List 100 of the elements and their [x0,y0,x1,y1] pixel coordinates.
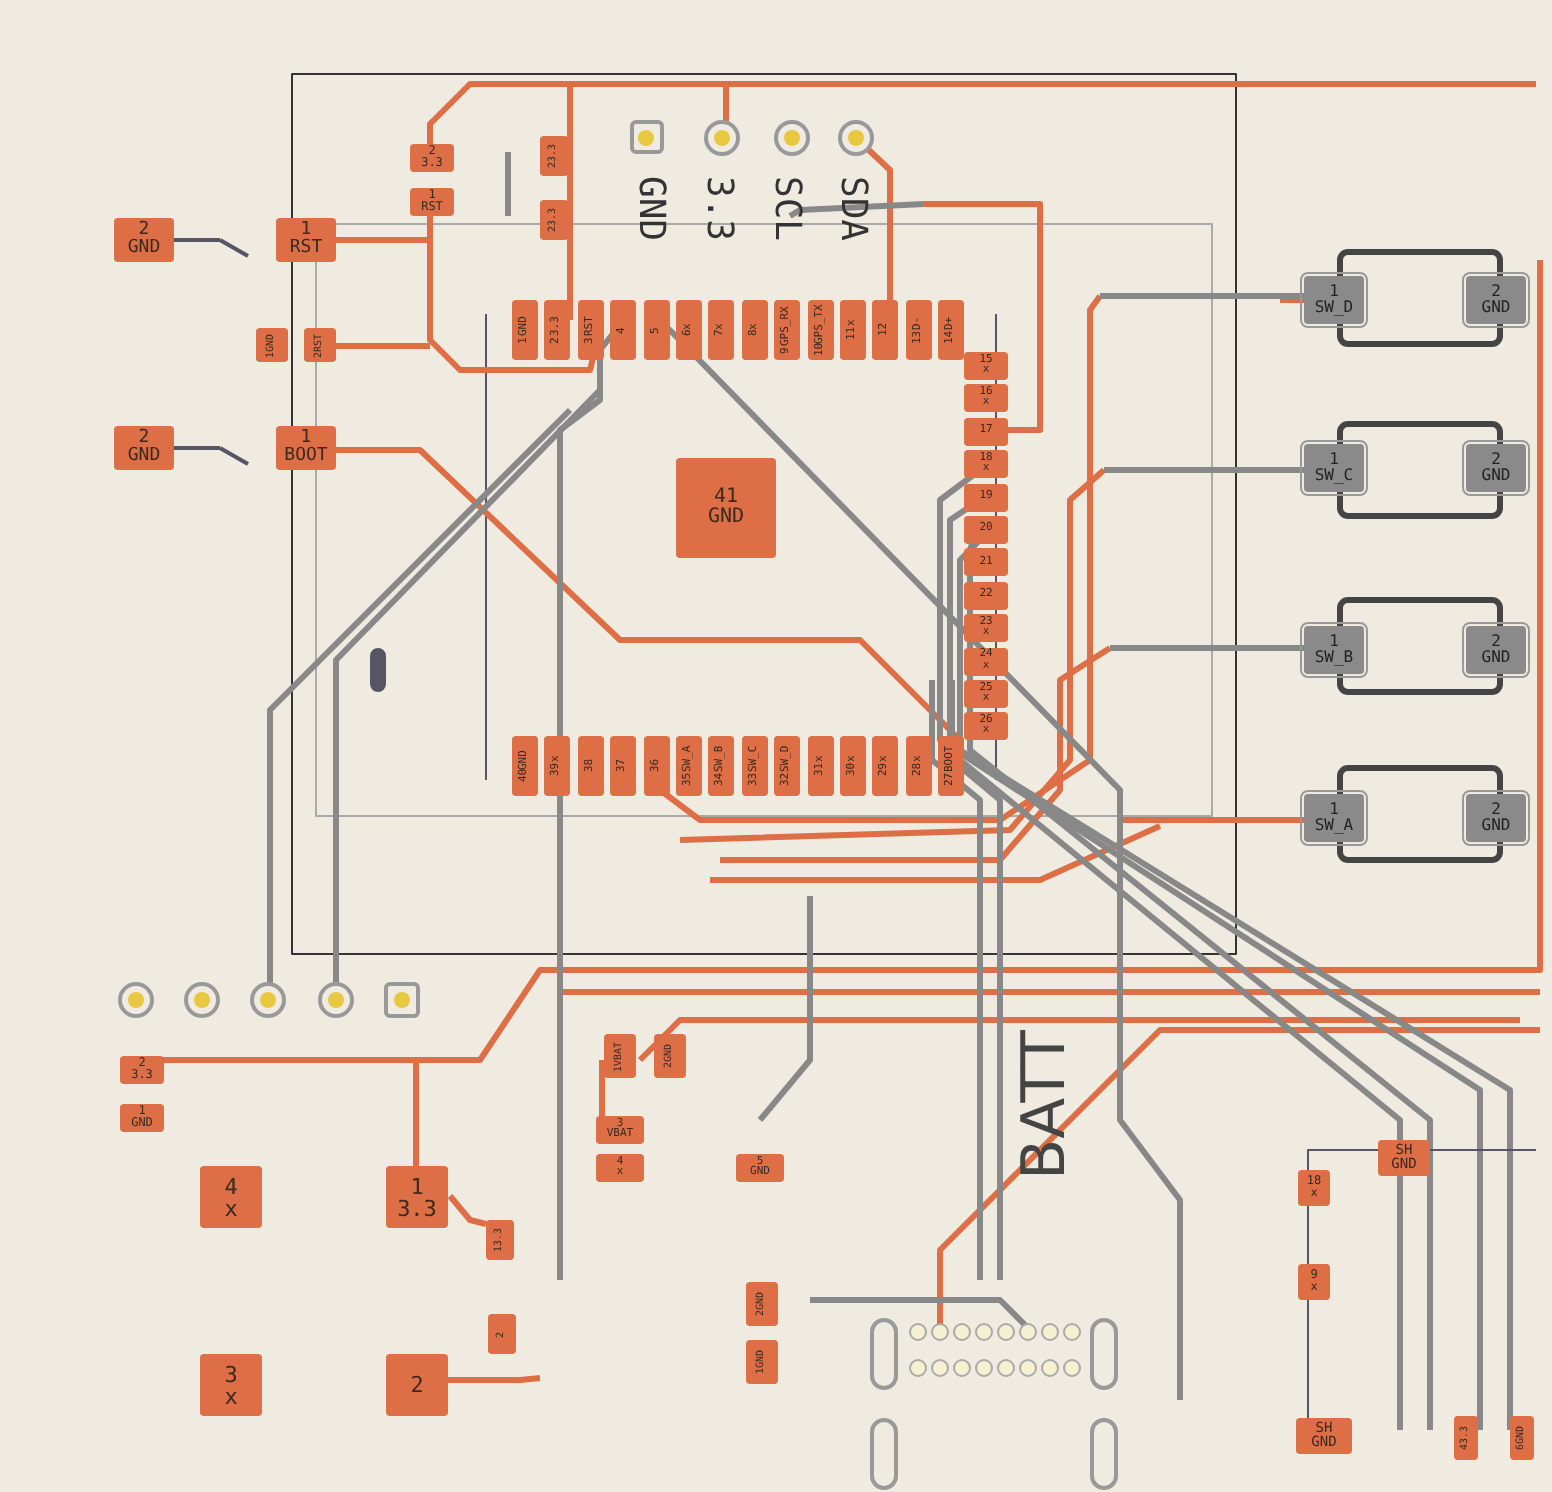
solder-pad [807,300,834,360]
solder-pad [540,136,568,176]
solder-pad [1378,1140,1430,1176]
pin-number: 2 [1491,452,1501,468]
solder-pad [610,736,637,796]
pin-name: GND [707,508,745,528]
solder-pad [676,458,776,558]
solder-pad [654,1034,686,1078]
silkscreen-label: GND [630,176,672,242]
solder-pad [486,1220,514,1260]
solder-pad [964,483,1008,512]
solder-pad [643,736,670,796]
solder-pad [905,736,932,796]
solder-pad [964,384,1008,413]
pin-number: 3 [224,1363,238,1385]
solder-pad [774,300,801,360]
solder-pad [964,516,1008,544]
solder-pad [1304,626,1364,674]
pin-number: 2 [410,1374,424,1396]
pin-number: 2 [138,430,150,448]
solder-pad [610,300,637,360]
solder-pad [708,736,735,796]
solder-pad [964,417,1008,446]
solder-pad [840,736,866,796]
solder-pad [774,736,801,796]
solder-pad [964,581,1008,610]
solder-pad [964,352,1008,380]
solder-pad [736,1154,784,1182]
solder-pad [938,300,965,360]
solder-pad [840,300,866,360]
solder-pad [872,736,899,796]
solder-pad [200,1166,262,1228]
solder-pad [1466,276,1526,324]
solder-pad [276,218,336,262]
solder-pad [676,736,702,796]
solder-pad [114,426,174,470]
solder-pad [938,736,965,796]
silkscreen-label: SDA [832,176,874,242]
pin-name: SW_C [1314,468,1354,484]
solder-pad [544,736,571,796]
pin-number: 1 [300,430,312,448]
pin-name: SW_B [1314,650,1354,666]
solder-pad [304,328,336,362]
solder-pad [1466,794,1526,842]
solder-pad [708,300,735,360]
pin-number: 2 [1491,634,1501,650]
solder-pad [1466,626,1526,674]
solder-pad [410,188,454,216]
pin-number: 41 [713,488,739,508]
solder-pad [540,200,568,240]
solder-pad [604,1034,636,1078]
pin-number: 1 [1329,634,1339,650]
pin-number: 1 [410,1175,424,1197]
solder-pad [410,144,454,172]
solder-pad [964,647,1008,676]
solder-pad [746,1282,778,1326]
solder-pad [1304,444,1364,492]
solder-pad [746,1340,778,1384]
solder-pad [1304,276,1364,324]
solder-pad [1298,1170,1330,1206]
pin-number: 2 [1491,284,1501,300]
solder-pad [1296,1418,1352,1454]
pin-name: GND [127,448,161,466]
solder-pad [114,218,174,262]
solder-pad [905,300,932,360]
solder-pad [676,300,702,360]
pin-name: GND [127,240,161,258]
solder-pad [512,300,538,360]
pin-name: SW_D [1314,300,1354,316]
solder-pad [488,1314,516,1354]
pin-name: GND [1481,818,1511,834]
solder-pad [964,712,1008,741]
solder-pad [741,736,768,796]
solder-pad [596,1154,644,1182]
solder-pad [1298,1264,1330,1300]
pin-name: x [224,1385,238,1407]
pin-name: GND [1481,468,1511,484]
solder-pad [544,300,571,360]
pin-number: 1 [1329,452,1339,468]
solder-pad [386,1354,448,1416]
solder-pad [1454,1416,1478,1460]
solder-pad [120,1104,164,1132]
solder-pad [741,300,768,360]
pin-name: GND [1481,300,1511,316]
solder-pad [964,614,1008,643]
silkscreen-label: 3.3 [698,176,740,242]
solder-pad [1510,1416,1534,1460]
pin-number: 1 [1329,284,1339,300]
solder-pad [1304,794,1364,842]
solder-pad [964,680,1008,708]
pin-name: SW_A [1314,818,1354,834]
solder-pad [276,426,336,470]
pin-name: BOOT [284,448,328,466]
silkscreen-label: SCL [766,176,808,242]
solder-pad [200,1354,262,1416]
pin-number: 4 [224,1175,238,1197]
solder-pad [577,300,604,360]
pin-name: 3.3 [397,1197,437,1219]
solder-pad [256,328,288,362]
solder-pad [596,1116,644,1144]
